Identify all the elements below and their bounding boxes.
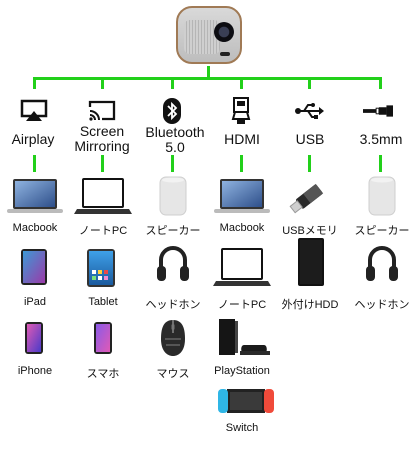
notebook-pc-image xyxy=(213,245,271,289)
device-label: 外付けHDD xyxy=(281,299,339,311)
tablet-image xyxy=(85,247,117,289)
interface-label-airplay: Airplay xyxy=(11,131,55,147)
device-label: マウス xyxy=(156,368,190,380)
macbook-image xyxy=(213,176,271,216)
audio-jack-icon xyxy=(363,96,393,126)
headphones-image xyxy=(364,243,400,285)
external-hdd-image xyxy=(296,236,326,288)
connector-branch xyxy=(379,78,382,89)
interface-label-hdmi: HDMI xyxy=(224,131,260,147)
device-label: Macbook xyxy=(12,222,58,234)
connector-branch xyxy=(308,78,311,89)
device-label: iPhone xyxy=(17,365,53,377)
device-label: Tablet xyxy=(88,296,118,308)
usb-memory-image xyxy=(288,176,332,216)
airplay-icon xyxy=(19,96,49,126)
switch-image xyxy=(216,385,276,417)
iphone-image xyxy=(23,320,45,356)
screen-mirroring-icon xyxy=(87,96,117,126)
device-label: ノートPC xyxy=(217,299,267,311)
connector-drop xyxy=(101,155,104,172)
bluetooth-icon xyxy=(157,96,187,126)
connector-trunk xyxy=(207,66,210,78)
device-label: Macbook xyxy=(219,222,265,234)
interface-label-bluetooth: Bluetooth 5.0 xyxy=(145,124,205,155)
device-label: PlayStation xyxy=(214,365,270,377)
connector-branch xyxy=(101,78,104,89)
connector-branch xyxy=(33,78,36,89)
device-label: スマホ xyxy=(86,368,120,380)
usb-icon xyxy=(294,96,324,126)
connector-drop xyxy=(33,155,36,172)
ipad-image xyxy=(19,247,49,287)
macbook-image xyxy=(6,176,64,216)
connector-drop xyxy=(379,155,382,172)
interface-label-usb: USB xyxy=(295,131,325,147)
hdmi-icon xyxy=(226,96,256,126)
interface-label-3-5mm: 3.5mm xyxy=(359,131,403,147)
headphones-image xyxy=(155,243,191,285)
device-label: スピーカー xyxy=(145,225,201,237)
playstation-image xyxy=(216,316,272,358)
device-label: スピーカー xyxy=(354,225,410,237)
notebook-pc-image xyxy=(74,176,132,216)
device-label: Switch xyxy=(225,422,259,434)
connector-drop xyxy=(171,155,174,172)
smartphone-image xyxy=(92,320,114,356)
device-label: iPad xyxy=(23,296,47,308)
connector-drop xyxy=(240,155,243,172)
device-label: ヘッドホン xyxy=(354,299,410,311)
connector-branch xyxy=(240,78,243,89)
connector-branch xyxy=(171,78,174,89)
connector-drop xyxy=(308,155,311,172)
speaker-image xyxy=(158,175,188,217)
connector-bus xyxy=(33,77,382,80)
interface-label-screen-mirroring: Screen Mirroring xyxy=(74,123,130,154)
mouse-image xyxy=(158,318,188,358)
speaker-image xyxy=(367,175,397,217)
projector-image xyxy=(176,6,242,64)
device-label: ノートPC xyxy=(78,225,128,237)
device-label: USBメモリ xyxy=(282,225,338,237)
device-label: ヘッドホン xyxy=(145,299,201,311)
